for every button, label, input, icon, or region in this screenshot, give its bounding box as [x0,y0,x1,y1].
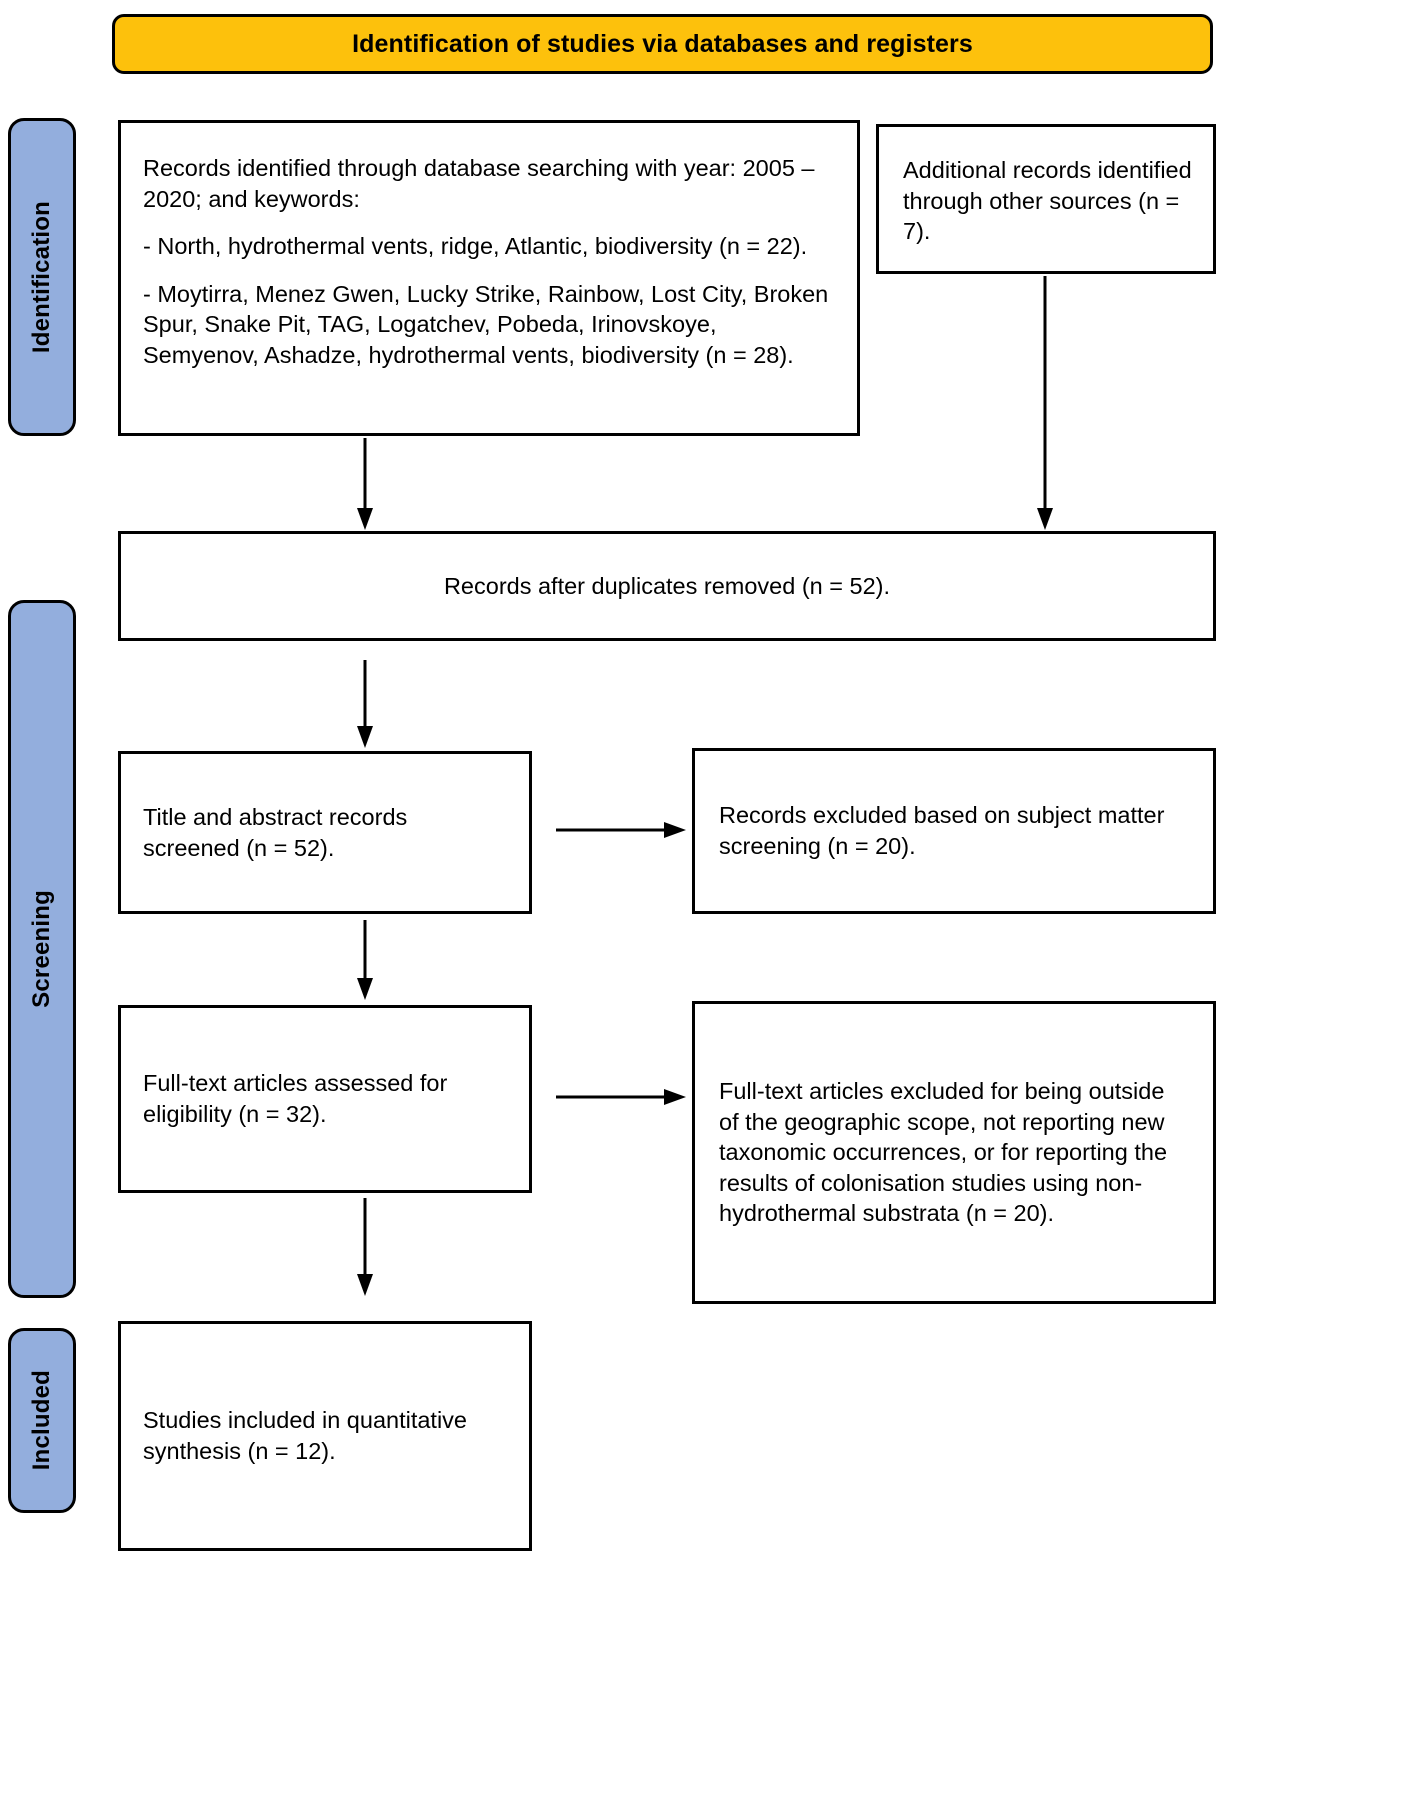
stage-label-text: Included [28,1370,55,1471]
database-search-line-1: Records identified through database sear… [143,155,815,212]
stage-label-screening: Screening [8,600,76,1298]
duplicates-removed-text: Records after duplicates removed (n = 52… [443,572,891,599]
database-search-line-2: - North, hydrothermal vents, ridge, Atla… [143,233,808,260]
stage-label-identification: Identification [8,118,76,436]
arrow-duplicates-to-screened [345,660,385,750]
stage-label-included: Included [8,1328,76,1513]
studies-included-text: Studies included in quantitative synthes… [143,1407,467,1464]
box-database-search: Records identified through database sear… [118,120,860,436]
arrow-screened-to-fulltext [345,920,385,1002]
fulltext-excluded-text: Full-text articles excluded for being ou… [719,1078,1168,1227]
diagram-title-banner: Identification of studies via databases … [112,14,1213,74]
fulltext-assessed-text: Full-text articles assessed for eligibil… [143,1070,448,1127]
arrow-database-to-duplicates [345,438,385,532]
box-duplicates-removed: Records after duplicates removed (n = 52… [118,531,1216,641]
box-title-abstract-screened: Title and abstract records screened (n =… [118,751,532,914]
arrow-additional-to-duplicates [1025,276,1065,532]
title-abstract-screened-text: Title and abstract records screened (n =… [143,803,408,861]
box-fulltext-assessed: Full-text articles assessed for eligibil… [118,1005,532,1193]
arrow-screened-to-excluded [556,818,688,842]
box-studies-included: Studies included in quantitative synthes… [118,1321,532,1551]
arrow-fulltext-to-included [345,1198,385,1298]
page-title: Identification of studies via databases … [352,29,973,58]
additional-records-text: Additional records identified through ot… [903,157,1192,245]
stage-label-text: Screening [28,890,55,1008]
box-fulltext-excluded: Full-text articles excluded for being ou… [692,1001,1216,1304]
arrow-fulltext-to-excluded [556,1085,688,1109]
database-search-line-3: - Moytirra, Menez Gwen, Lucky Strike, Ra… [143,280,829,368]
records-excluded-text: Records excluded based on subject matter… [719,802,1165,859]
box-records-excluded: Records excluded based on subject matter… [692,748,1216,914]
stage-label-text: Identification [28,200,55,354]
box-additional-records: Additional records identified through ot… [876,124,1216,274]
